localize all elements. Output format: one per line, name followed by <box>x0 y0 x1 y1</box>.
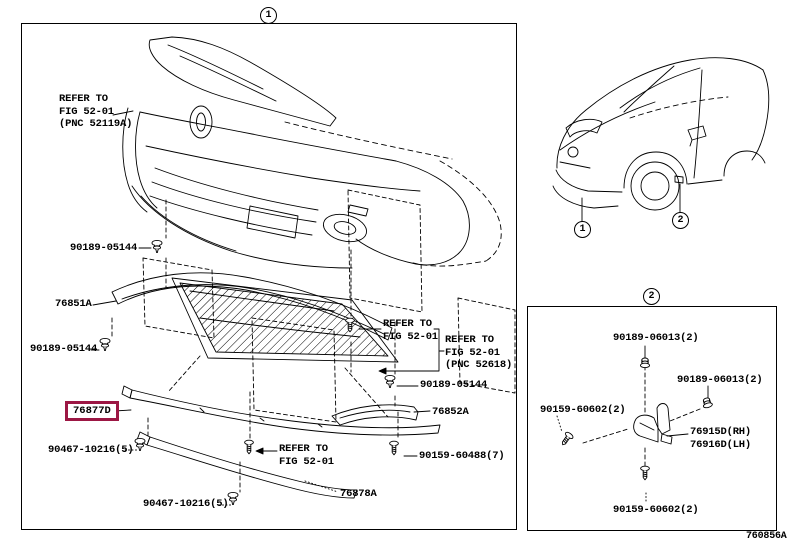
refer-note-fig-52-01-mid: REFER TO FIG 52-01 <box>383 318 438 343</box>
spoiler-76877d-drawing <box>122 386 440 435</box>
car-callout-badge-1: 1 <box>574 221 591 238</box>
part-label-90159-60602-left[interactable]: 90159-60602(2) <box>540 404 626 416</box>
car-callout-badge-2: 2 <box>672 212 689 229</box>
refer-note-fig-52-01-bottom: REFER TO FIG 52-01 <box>279 443 334 468</box>
part-label-90189-05144-a[interactable]: 90189-05144 <box>70 242 138 254</box>
part-label-90189-05144-c[interactable]: 90189-05144 <box>420 379 488 391</box>
part-label-90467-10216-a[interactable]: 90467-10216(5) <box>48 444 134 456</box>
part-label-90159-60488[interactable]: 90159-60488(7) <box>419 450 505 462</box>
part-label-90189-05144-b[interactable]: 90189-05144 <box>30 343 98 355</box>
spoiler-76878a-drawing <box>137 432 357 498</box>
car-inset-drawing <box>553 58 769 210</box>
part-label-90467-10216-b[interactable]: 90467-10216(5) <box>143 498 229 510</box>
part-number-text: 76877D <box>73 405 111 417</box>
projection-lines <box>112 190 515 492</box>
refer-note-pnc-52119a: REFER TO FIG 52-01 (PNC 52119A) <box>59 93 133 130</box>
part-label-76852a[interactable]: 76852A <box>432 406 469 418</box>
bracket-76915d-drawing <box>634 404 672 445</box>
view-badge-2: 2 <box>643 288 660 305</box>
part-label-76851a[interactable]: 76851A <box>55 298 92 310</box>
part-label-90189-06013-right[interactable]: 90189-06013(2) <box>677 374 763 386</box>
view-badge-1: 1 <box>260 7 277 24</box>
highlighted-part-label-76877d[interactable]: 76877D <box>65 401 119 421</box>
refer-note-pnc-52618: REFER TO FIG 52-01 (PNC 52618) <box>445 334 513 371</box>
leader-lines <box>91 111 708 505</box>
part-label-76916d-lh[interactable]: 76916D(LH) <box>690 439 752 451</box>
part-label-90189-06013-top[interactable]: 90189-06013(2) <box>613 332 699 344</box>
sub-panel-lines <box>583 366 700 466</box>
front-bumper-cover-drawing <box>123 37 501 268</box>
part-label-76878a[interactable]: 76878A <box>340 488 377 500</box>
part-label-76915d-rh[interactable]: 76915D(RH) <box>690 426 752 438</box>
spoiler-76851a-drawing <box>112 273 392 340</box>
sub-diagram-frame <box>527 306 777 531</box>
figure-code: 760856A <box>746 531 787 542</box>
part-label-90159-60602-bottom[interactable]: 90159-60602(2) <box>613 504 699 516</box>
